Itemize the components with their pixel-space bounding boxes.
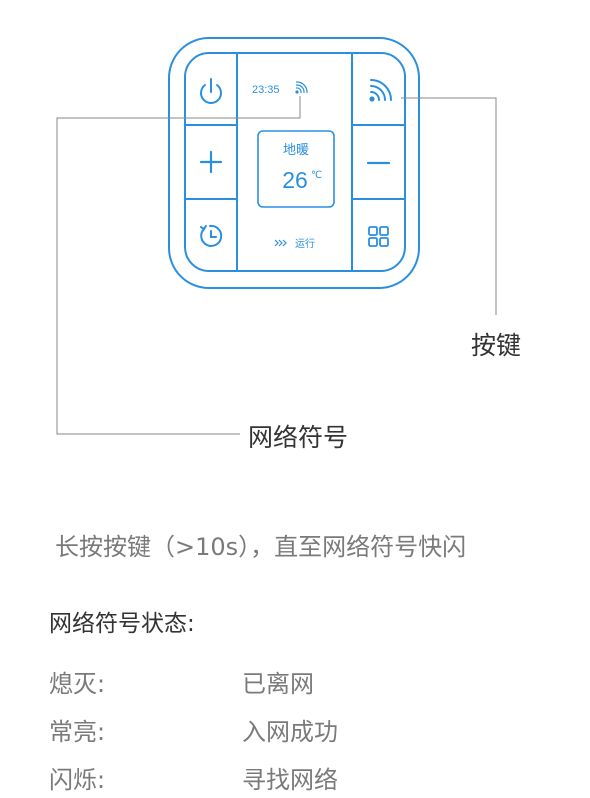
instruction-text: 长按按键（>10s），直至网络符号快闪 [55,533,467,561]
button-callout-label: 按键 [471,331,522,360]
temperature-unit: ℃ [311,170,322,181]
network-callout-label: 网络符号 [248,423,349,452]
status-meaning-on: 入网成功 [242,718,338,746]
thermostat-diagram: 23:35 地暖 26 ℃ 运行 [56,37,497,435]
power-icon[interactable] [200,78,222,104]
status-title: 网络符号状态: [49,611,195,637]
timer-icon[interactable] [200,224,223,247]
button-callout-line [401,97,497,315]
network-callout-line [56,96,301,435]
device-inner-frame [184,52,406,272]
status-meaning-off: 已离网 [242,670,314,698]
running-label: 运行 [295,237,315,250]
wifi-button-icon[interactable] [369,79,392,102]
temperature-value: 26 [282,167,308,193]
network-symbol-icon [295,81,308,94]
running-chevron-icon [274,239,287,247]
time-display: 23:35 [252,84,280,96]
menu-grid-icon[interactable] [368,226,389,247]
status-meaning-blink: 寻找网络 [242,766,338,794]
plus-icon[interactable] [199,150,223,174]
status-state-on: 常亮: [49,718,106,746]
status-state-off: 熄灭: [49,670,106,698]
status-state-blink: 闪烁: [49,766,106,794]
display-box [257,130,335,208]
device-outer-frame [168,37,420,289]
mode-label: 地暖 [283,143,309,158]
